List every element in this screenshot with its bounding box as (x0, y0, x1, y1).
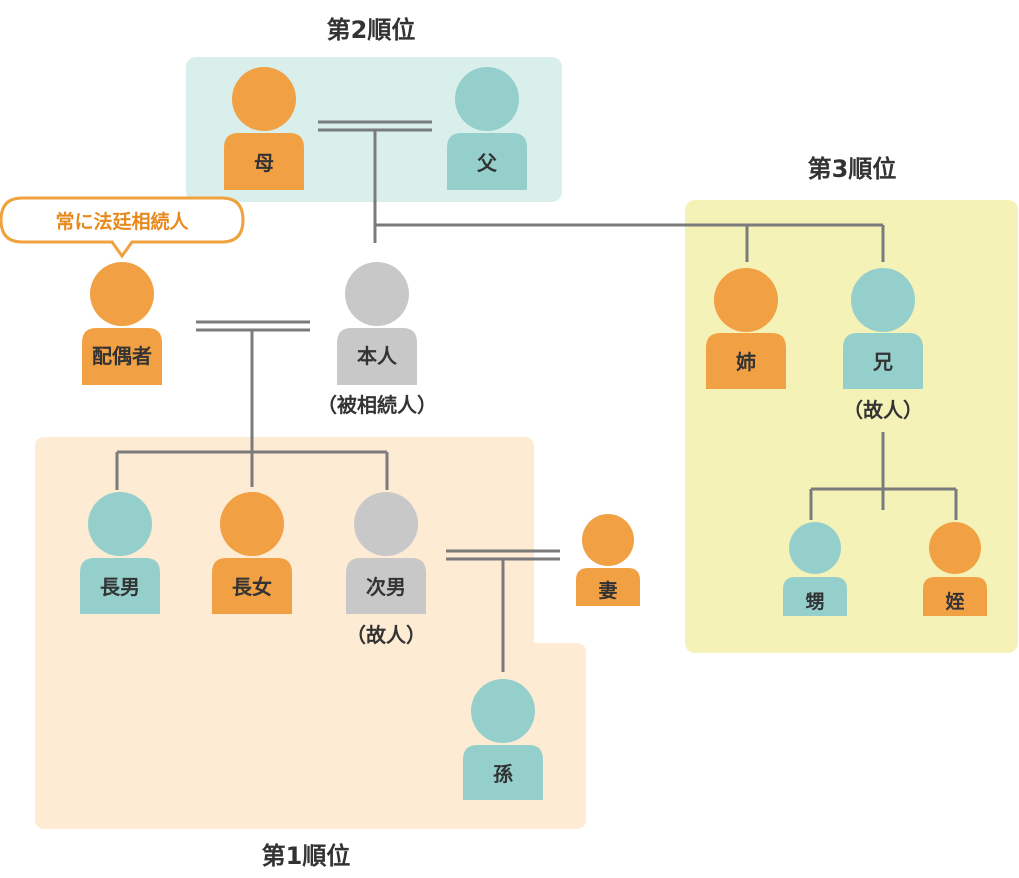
svg-text:次男: 次男 (366, 575, 406, 599)
person-head (220, 492, 284, 556)
person-body (346, 558, 426, 614)
svg-text:兄: 兄 (872, 350, 893, 374)
person-head (90, 262, 154, 326)
svg-text:長男: 長男 (100, 575, 140, 599)
person-body (224, 133, 304, 190)
svg-text:母: 母 (254, 151, 274, 175)
person-head (851, 268, 915, 332)
second-son-note: （故人） (346, 623, 426, 647)
connector-lines (115, 120, 958, 672)
svg-text:本人: 本人 (357, 344, 398, 368)
person-head (714, 268, 778, 332)
rank2-label: 第2順位 (327, 16, 416, 44)
person-body (212, 558, 292, 614)
person-body (337, 328, 417, 385)
person-head (354, 492, 418, 556)
person-niece: 姪 (923, 522, 987, 616)
svg-text:姪: 姪 (945, 591, 964, 613)
always-heir-callout: 常に法廷相続人 (0, 196, 245, 259)
person-grandchild: 孫 (463, 679, 543, 800)
person-body (447, 133, 527, 190)
person-mother: 母 (224, 67, 304, 190)
person-body (576, 568, 640, 606)
person-self: 本人 （被相続人） (317, 262, 437, 417)
svg-text:姉: 姉 (736, 350, 756, 374)
person-eldest-daughter: 長女 (212, 492, 292, 614)
callout-text: 常に法廷相続人 (55, 210, 189, 233)
person-wife: 妻 (576, 514, 640, 606)
svg-text:父: 父 (476, 151, 498, 175)
svg-text:長女: 長女 (232, 575, 272, 599)
person-body (783, 577, 847, 616)
person-head (345, 262, 409, 326)
person-elder-brother: 兄 （故人） (843, 268, 923, 422)
person-head (88, 492, 152, 556)
svg-text:孫: 孫 (493, 762, 513, 786)
person-head (232, 67, 296, 131)
self-note: （被相続人） (317, 393, 437, 417)
person-body (706, 333, 786, 389)
person-second-son: 次男 （故人） (346, 492, 426, 647)
person-head (789, 522, 841, 574)
person-body (463, 745, 543, 800)
person-body (82, 328, 162, 385)
person-elder-sister: 姉 (706, 268, 786, 389)
svg-text:妻: 妻 (598, 579, 617, 602)
person-head (471, 679, 535, 743)
person-body (923, 577, 987, 616)
rank1-group-bg (35, 437, 586, 829)
svg-text:配偶者: 配偶者 (92, 344, 152, 368)
person-body (80, 558, 160, 614)
person-eldest-son: 長男 (80, 492, 160, 614)
elder-brother-note: （故人） (843, 398, 923, 422)
person-head (582, 514, 634, 566)
rank3-label: 第3順位 (808, 155, 897, 183)
person-body (843, 333, 923, 389)
svg-text:甥: 甥 (805, 591, 824, 613)
person-head (929, 522, 981, 574)
rank1-label: 第1順位 (262, 842, 351, 870)
person-head (455, 67, 519, 131)
person-nephew: 甥 (783, 522, 847, 616)
person-father: 父 (447, 67, 527, 190)
person-spouse: 配偶者 (82, 262, 162, 385)
